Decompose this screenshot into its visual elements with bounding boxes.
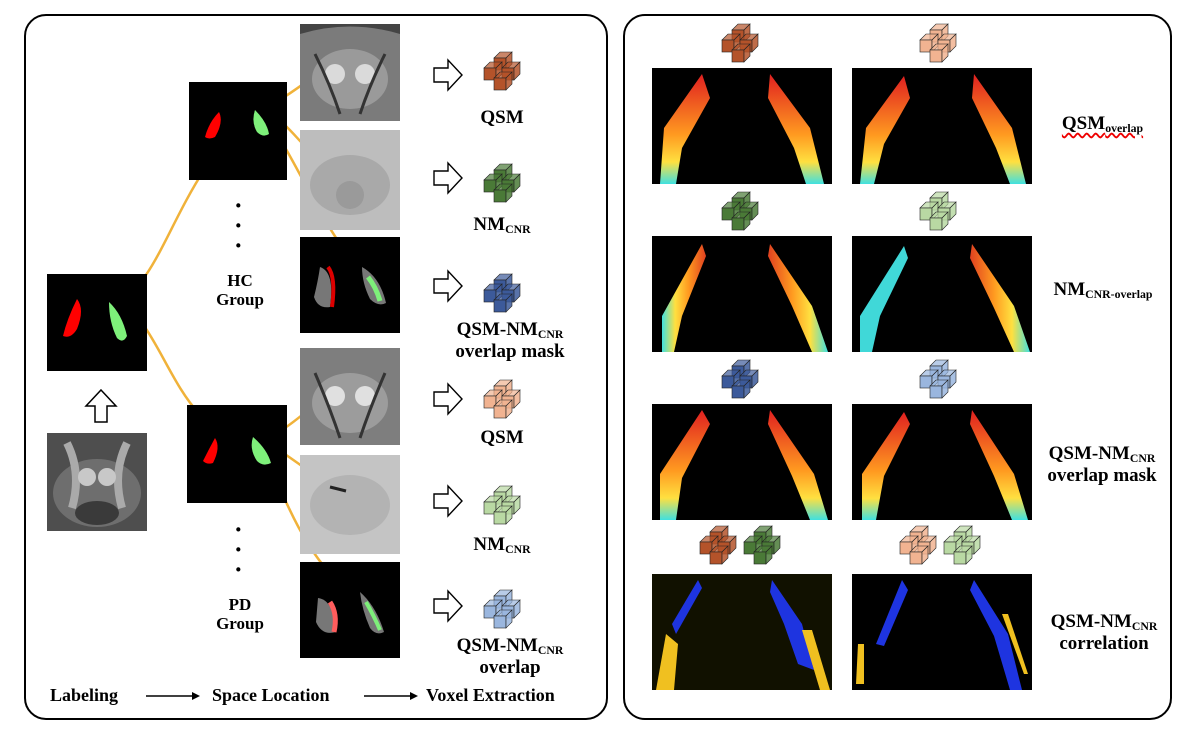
step-labeling: Labeling — [50, 685, 119, 705]
hc-nm-image — [300, 130, 400, 230]
heatmap-corr-hc — [652, 574, 832, 690]
label-pd-nm: NMCNR — [473, 534, 531, 556]
pd-label-image — [187, 405, 287, 503]
label-qsm-overlap: QSMoverlap — [1061, 113, 1144, 135]
pipeline-arrow-1 — [146, 692, 200, 700]
step-space-location: Space Location — [212, 685, 330, 705]
heatmap-overlap-hc — [652, 404, 832, 520]
heatmap-overlap-pd — [852, 404, 1032, 520]
pd-dots: ··· — [234, 515, 243, 584]
heatmap-qsm-hc — [652, 68, 832, 184]
label-hc-qsm: QSM — [480, 107, 524, 128]
pd-qsm-image — [300, 348, 400, 445]
pd-nm-image — [300, 455, 400, 554]
up-arrow-icon — [84, 388, 118, 423]
step-voxel-extraction: Voxel Extraction — [426, 685, 555, 705]
heatmap-nm-hc — [652, 236, 832, 352]
hc-label-image — [189, 82, 287, 180]
heatmap-qsm-pd — [852, 68, 1032, 184]
hc-dots: ··· — [234, 191, 243, 260]
atlas-label-image — [47, 274, 147, 371]
pd-overlap-image — [300, 562, 400, 658]
hollow-arrows — [433, 58, 463, 623]
brain-mri-image — [47, 433, 147, 531]
pipeline-arrow-2 — [364, 692, 418, 700]
label-nm-cnr-overlap: NMCNR-overlap — [1053, 279, 1153, 301]
heatmap-nm-pd — [852, 236, 1032, 352]
label-hc-nm: NMCNR — [473, 214, 531, 236]
hc-overlap-image — [300, 237, 400, 333]
hc-qsm-image — [300, 24, 400, 121]
label-pd-qsm: QSM — [480, 427, 524, 448]
heatmap-corr-pd — [852, 574, 1032, 690]
